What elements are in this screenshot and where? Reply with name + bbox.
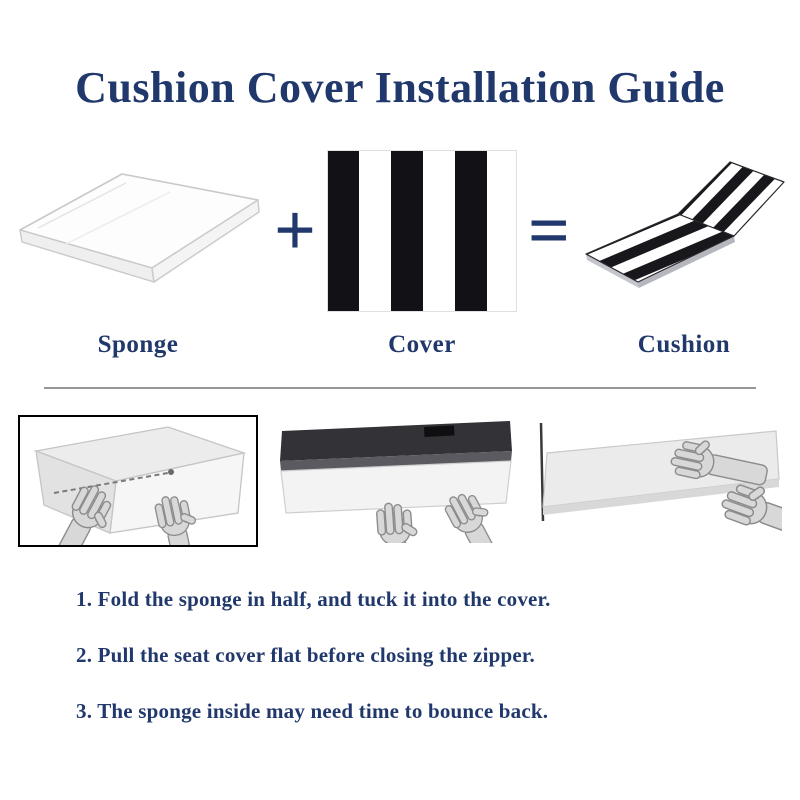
cover-label: Cover (388, 331, 456, 358)
instructions-list: 1. Fold the sponge in half, and tuck it … (76, 587, 800, 724)
sponge-figure (9, 147, 267, 315)
equals-sign: = (527, 190, 571, 272)
tuck-sponge-illustration (20, 417, 256, 545)
step-photos-row (0, 415, 800, 547)
cushion-column: Cushion (577, 147, 791, 359)
divider (44, 387, 756, 389)
press-smooth-illustration (534, 415, 782, 543)
cover-column: Cover (323, 147, 521, 359)
sponge-illustration (19, 173, 260, 283)
cushion-illustration (585, 161, 785, 288)
step-photo-tuck-sponge (18, 415, 258, 547)
cushion-label: Cushion (637, 331, 731, 358)
pull-flat-illustration (276, 415, 516, 543)
zipper-pull (168, 469, 174, 475)
cover-tag (424, 425, 455, 437)
plus-sign: + (273, 190, 317, 272)
instruction-step-3: 3. The sponge inside may need time to bo… (76, 699, 549, 723)
step-photo-pull-flat (276, 415, 516, 543)
instruction-step-2: 2. Pull the seat cover flat before closi… (76, 643, 535, 667)
cover-figure (323, 147, 521, 315)
cover-illustration (327, 150, 517, 312)
sponge-column: Sponge (9, 147, 267, 359)
page-title: Cushion Cover Installation Guide (75, 63, 725, 112)
equation-row: Sponge + Cover = (0, 147, 800, 359)
zipper-line (53, 472, 169, 494)
step-photo-press-smooth (534, 415, 782, 543)
sponge-label: Sponge (97, 331, 179, 358)
cushion-figure (577, 147, 791, 315)
instruction-step-1: 1. Fold the sponge in half, and tuck it … (76, 587, 551, 611)
